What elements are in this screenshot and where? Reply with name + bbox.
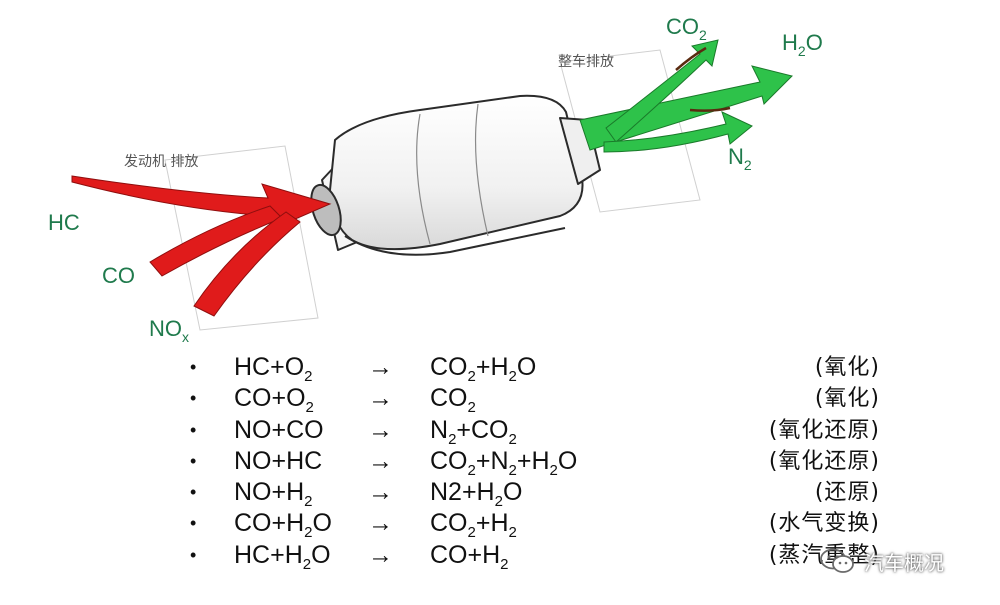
reaction-row: • HC+H2O → CO+H2 (蒸汽重整) xyxy=(190,540,880,573)
reaction-type: (蒸汽重整) xyxy=(768,542,880,568)
converter-seam xyxy=(344,227,566,256)
reaction-arrow: → xyxy=(368,384,393,413)
exhaust-caption: 整车排放 xyxy=(558,53,614,70)
reaction-row: • CO+H2O → CO2+H2 (水气变换) xyxy=(190,508,880,542)
engine-caption: 发动机 排放 xyxy=(124,154,198,170)
converter-rib-2 xyxy=(474,103,489,237)
reactants: HC+O2 xyxy=(234,353,313,385)
list-bullet: • xyxy=(190,357,197,377)
reaction-list: • HC+O2 → CO2+H2O (氧化) • CO+O2 → CO2 (氧化… xyxy=(190,352,880,573)
reaction-type: (氧化) xyxy=(814,355,880,380)
inlet-opening xyxy=(310,183,342,237)
reaction-type: (氧化) xyxy=(814,386,880,412)
input-label-hc: HC xyxy=(48,210,80,235)
catalytic-converter xyxy=(310,94,601,256)
reaction-type: (氧化还原) xyxy=(768,417,880,443)
products: CO+H2 xyxy=(430,540,509,573)
output-label-co2: CO2 xyxy=(666,14,707,43)
products: N2+H2O xyxy=(430,478,523,511)
products: CO2+H2O xyxy=(430,353,537,385)
wechat-icon xyxy=(820,548,854,573)
reactants: NO+H2 xyxy=(234,478,313,511)
reactants: NO+HC xyxy=(234,446,323,475)
reaction-row: • NO+HC → CO2+N2+H2O (氧化还原) xyxy=(190,446,880,479)
input-label-co: CO xyxy=(102,263,135,288)
output-arrow-shading xyxy=(675,46,731,112)
output-label-n2: N2 xyxy=(728,144,752,173)
reactants: HC+H2O xyxy=(234,540,331,573)
list-bullet: • xyxy=(190,513,197,534)
reaction-arrow: → xyxy=(368,509,393,538)
reaction-row: • CO+O2 → CO2 (氧化) xyxy=(190,383,880,417)
list-bullet: • xyxy=(190,419,197,440)
products: CO2 xyxy=(430,384,476,417)
converter-rib-1 xyxy=(416,113,431,245)
output-label-h2o: H2O xyxy=(782,30,823,59)
nox-arrow xyxy=(193,211,301,317)
co2-arrow xyxy=(605,39,719,143)
reaction-arrow: → xyxy=(368,415,393,444)
products: N2+CO2 xyxy=(430,415,517,448)
watermark-text: 汽车概况 xyxy=(864,550,944,575)
reaction-arrow: → xyxy=(368,540,393,569)
reaction-arrow: → xyxy=(368,478,393,507)
input-label-nox: NOx xyxy=(149,316,189,345)
reactants: CO+O2 xyxy=(234,384,314,417)
watermark: 汽车概况 xyxy=(818,546,944,576)
reaction-arrow: → xyxy=(368,353,393,381)
reaction-type: (水气变换) xyxy=(768,511,880,537)
products: CO2+H2 xyxy=(430,509,517,542)
list-bullet: • xyxy=(190,450,197,471)
list-bullet: • xyxy=(190,388,197,409)
tailpipe-emission-arrows xyxy=(579,39,793,153)
reaction-type: (还原) xyxy=(814,480,880,506)
reaction-row: • NO+H2 → N2+H2O (还原) xyxy=(190,477,880,511)
list-bullet: • xyxy=(190,482,197,503)
catalytic-converter-diagram: 发动机 排放 整车排放 HC CO NOx CO2 H2O N2 xyxy=(48,14,823,345)
engine-caption-box xyxy=(164,145,319,331)
list-bullet: • xyxy=(190,544,197,565)
reactants: CO+H2O xyxy=(234,509,332,542)
hc-arrow xyxy=(71,175,332,231)
reaction-row: • NO+CO → N2+CO2 (氧化还原) xyxy=(190,415,880,448)
products: CO2+N2+H2O xyxy=(430,446,578,479)
reaction-type: (氧化还原) xyxy=(768,448,880,474)
reaction-row: • HC+O2 → CO2+H2O (氧化) xyxy=(190,352,880,385)
reaction-arrow: → xyxy=(368,446,393,475)
reactants: NO+CO xyxy=(234,415,324,444)
engine-emission-arrows xyxy=(71,175,332,317)
n2-arrow xyxy=(603,111,753,153)
converter-shell xyxy=(329,94,584,251)
